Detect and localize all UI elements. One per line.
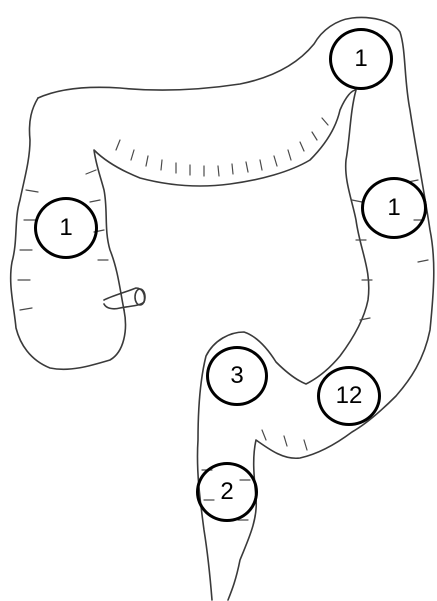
count-label: 1 bbox=[387, 196, 400, 220]
count-marker-ascending-colon: 1 bbox=[34, 197, 98, 259]
count-label: 3 bbox=[230, 364, 243, 388]
ileum-stub bbox=[104, 288, 145, 309]
count-label: 1 bbox=[59, 216, 72, 240]
count-marker-splenic-flexure: 1 bbox=[329, 28, 393, 90]
colon-inner-contour bbox=[94, 90, 369, 600]
count-marker-rectum: 2 bbox=[196, 462, 258, 522]
count-marker-sigmoid-lower: 12 bbox=[317, 366, 381, 426]
count-marker-sigmoid-upper: 3 bbox=[206, 346, 268, 406]
ileum-stub-end bbox=[135, 289, 145, 305]
count-label: 12 bbox=[336, 384, 363, 408]
count-label: 2 bbox=[220, 480, 233, 504]
count-marker-descending-colon: 1 bbox=[361, 177, 427, 239]
count-label: 1 bbox=[354, 47, 367, 71]
